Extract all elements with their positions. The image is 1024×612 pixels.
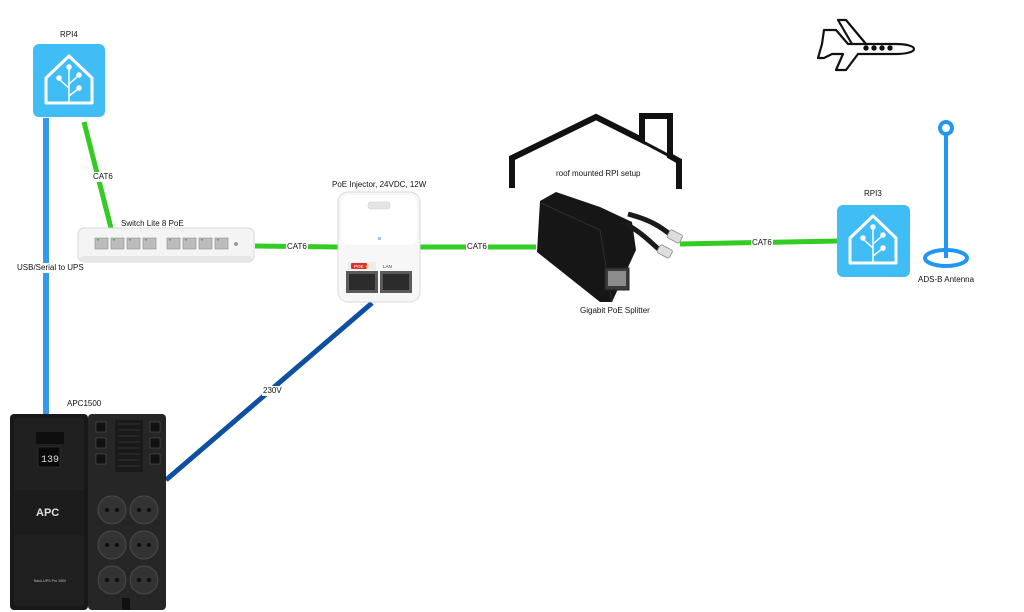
- poe-splitter-device: [537, 192, 683, 303]
- cat6-label-splitter-rpi3: CAT6: [751, 238, 773, 248]
- usb-serial-label: USB/Serial to UPS: [16, 263, 85, 273]
- house-roof-icon: [509, 113, 682, 189]
- cat6-label-switch-injector: CAT6: [286, 242, 308, 252]
- antenna-label: ADS-B Antenna: [918, 275, 975, 284]
- ups-label: APC1500: [67, 399, 102, 408]
- ups-display: 139: [41, 455, 59, 466]
- poe-injector-device: POE ⚡ LAN: [337, 191, 421, 303]
- rpi4-node: [33, 44, 105, 117]
- injector-poe-badge: POE ⚡: [354, 263, 370, 270]
- ups-model-text: Back-UPS Pro 1500: [34, 579, 66, 583]
- rpi4-label: RPI4: [60, 30, 78, 39]
- cat6-label-injector-splitter: CAT6: [466, 242, 488, 252]
- airplane-icon: [816, 18, 916, 72]
- switch-device: [77, 227, 255, 263]
- roof-label: roof mounted RPI setup: [556, 169, 641, 178]
- power-230v-label: 230V: [262, 386, 283, 396]
- cat6-label-rpi4-switch: CAT6: [92, 172, 114, 182]
- rpi3-node: [837, 205, 910, 277]
- splitter-label: Gigabit PoE Splitter: [580, 306, 650, 315]
- ups-brand: APC: [36, 507, 59, 519]
- home-assistant-icon: [848, 214, 898, 265]
- injector-lan-badge: LAN: [383, 264, 392, 269]
- ups-device: 139 APC Back-UPS Pro 1500: [10, 414, 166, 610]
- antenna-icon: [923, 120, 969, 268]
- home-assistant-icon: [44, 54, 94, 105]
- switch-ports: [94, 237, 229, 250]
- switch-label: Switch Lite 8 PoE: [121, 219, 184, 228]
- rpi3-label: RPI3: [864, 189, 882, 198]
- injector-label: PoE Injector, 24VDC, 12W: [332, 180, 427, 189]
